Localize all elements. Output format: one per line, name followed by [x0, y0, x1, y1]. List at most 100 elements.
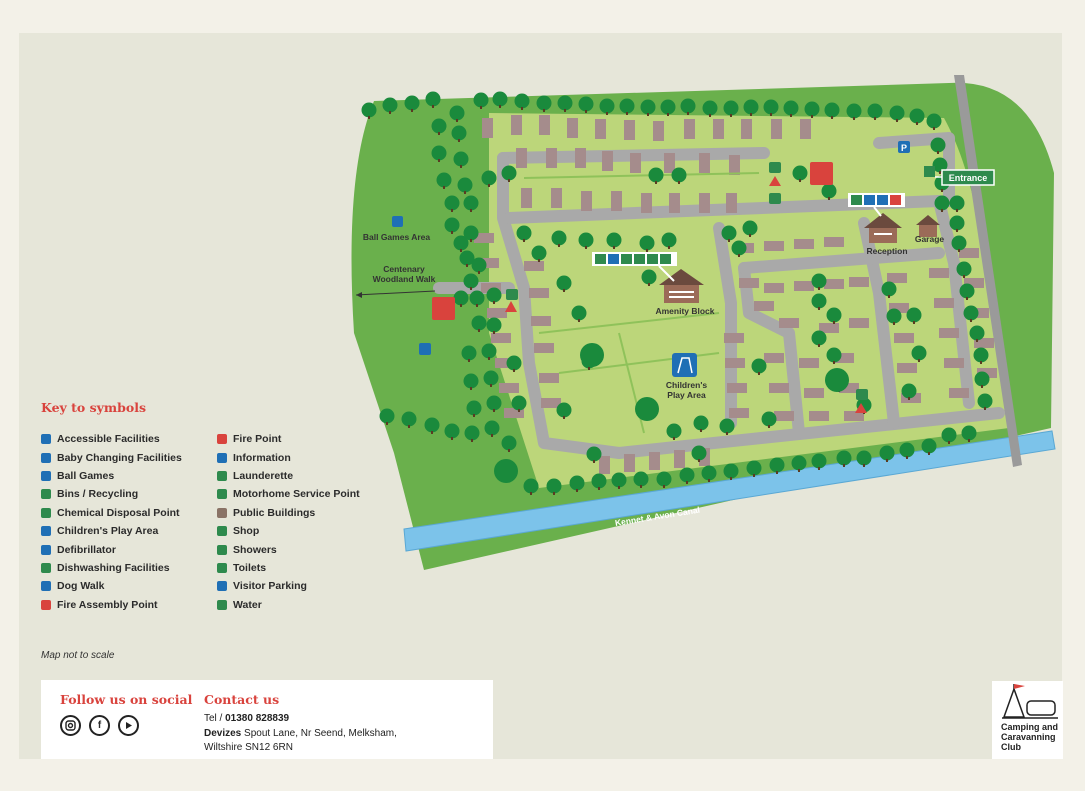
tree-trunk	[896, 119, 898, 122]
tree	[382, 97, 398, 113]
tree	[961, 425, 977, 441]
tree-trunk	[970, 319, 972, 322]
key-item: Accessible Facilities	[41, 430, 182, 448]
key-item-label: Launderette	[233, 469, 294, 482]
tree-trunk	[493, 301, 495, 304]
tree-trunk	[470, 287, 472, 290]
tree	[492, 91, 508, 107]
tree-trunk	[543, 109, 545, 112]
tree-trunk	[708, 479, 710, 482]
key-item-label: Baby Changing Facilities	[57, 451, 182, 464]
tree-trunk	[730, 477, 732, 480]
key-item: Visitor Parking	[217, 577, 360, 595]
tree	[481, 343, 497, 359]
key-item: Dishwashing Facilities	[41, 559, 182, 577]
tree-trunk	[709, 114, 711, 117]
contact-phone: Tel / 01380 828839	[204, 713, 289, 724]
tree-trunk	[626, 112, 628, 115]
tree-trunk	[460, 249, 462, 252]
accessible-icon	[41, 434, 51, 445]
tree	[846, 103, 862, 119]
tree-trunk	[438, 132, 440, 135]
tree	[641, 269, 657, 285]
tree	[586, 446, 602, 462]
tree	[956, 261, 972, 277]
tree-trunk	[918, 359, 920, 362]
tel-number[interactable]: 01380 828839	[225, 713, 290, 724]
tree-trunk	[758, 372, 760, 375]
key-item-label: Children's Play Area	[57, 525, 159, 538]
launderette-icon	[217, 470, 227, 481]
tree	[867, 103, 883, 119]
tree-trunk	[640, 485, 642, 488]
reception-icons	[848, 193, 905, 217]
tree-trunk	[563, 289, 565, 292]
tree	[361, 102, 377, 118]
dishwashing-icon	[41, 562, 51, 573]
tree	[932, 157, 948, 173]
tree	[514, 93, 530, 109]
tree	[836, 450, 852, 466]
large-tree	[494, 459, 518, 483]
instagram-icon[interactable]	[60, 715, 81, 736]
tree	[431, 118, 447, 134]
tree-trunk	[458, 139, 460, 142]
key-item-label: Shop	[233, 525, 260, 538]
tree-trunk	[470, 209, 472, 212]
childrens-play-area-label: Children's Play Area	[649, 380, 724, 400]
tree	[791, 455, 807, 471]
tree	[606, 232, 622, 248]
tree-trunk	[576, 489, 578, 492]
tree-trunk	[451, 231, 453, 234]
tree	[761, 411, 777, 427]
tree-trunk	[478, 271, 480, 274]
tree	[471, 257, 487, 273]
tree	[453, 235, 469, 251]
centenary-walk-line1: Centenary	[383, 264, 425, 274]
tree-trunk	[906, 456, 908, 459]
tree-trunk	[941, 189, 943, 192]
parking-icon	[217, 581, 227, 592]
tree-trunk	[432, 105, 434, 108]
tree	[556, 402, 572, 418]
tree	[926, 113, 942, 129]
tree-trunk	[966, 297, 968, 300]
tree	[701, 465, 717, 481]
contact-title: Contact us	[204, 692, 280, 707]
tree	[453, 151, 469, 167]
tree-trunk	[833, 321, 835, 324]
amenity-block-label: Amenity Block	[655, 306, 715, 316]
tree	[693, 415, 709, 431]
fire-point-icon	[217, 434, 227, 445]
tree	[511, 395, 527, 411]
tree	[639, 235, 655, 251]
tree	[879, 445, 895, 461]
key-item: Shop	[217, 522, 360, 540]
tree	[719, 418, 735, 434]
tree-trunk	[831, 116, 833, 119]
tree-trunk	[738, 254, 740, 257]
tree	[911, 345, 927, 361]
centenary-walk-label: Centenary Woodland Walk	[359, 264, 449, 284]
tree-trunk	[673, 437, 675, 440]
tree-trunk	[668, 246, 670, 249]
large-tree	[580, 343, 604, 367]
tent-caravan-icon	[1002, 684, 1058, 719]
tree	[951, 235, 967, 251]
tree-trunk	[749, 234, 751, 237]
facebook-icon[interactable]: f	[89, 715, 110, 736]
tree-trunk	[464, 191, 466, 194]
ball-games-icon	[41, 470, 51, 481]
tree	[571, 305, 587, 321]
tree-trunk	[518, 409, 520, 412]
tree-trunk	[493, 409, 495, 412]
tree-trunk	[386, 422, 388, 425]
youtube-icon[interactable]	[118, 715, 139, 736]
key-item-label: Ball Games	[57, 469, 115, 482]
key-item: Ball Games	[41, 467, 182, 485]
tree	[444, 423, 460, 439]
tree	[453, 290, 469, 306]
tree	[473, 92, 489, 108]
key-item: Bins / Recycling	[41, 485, 182, 503]
